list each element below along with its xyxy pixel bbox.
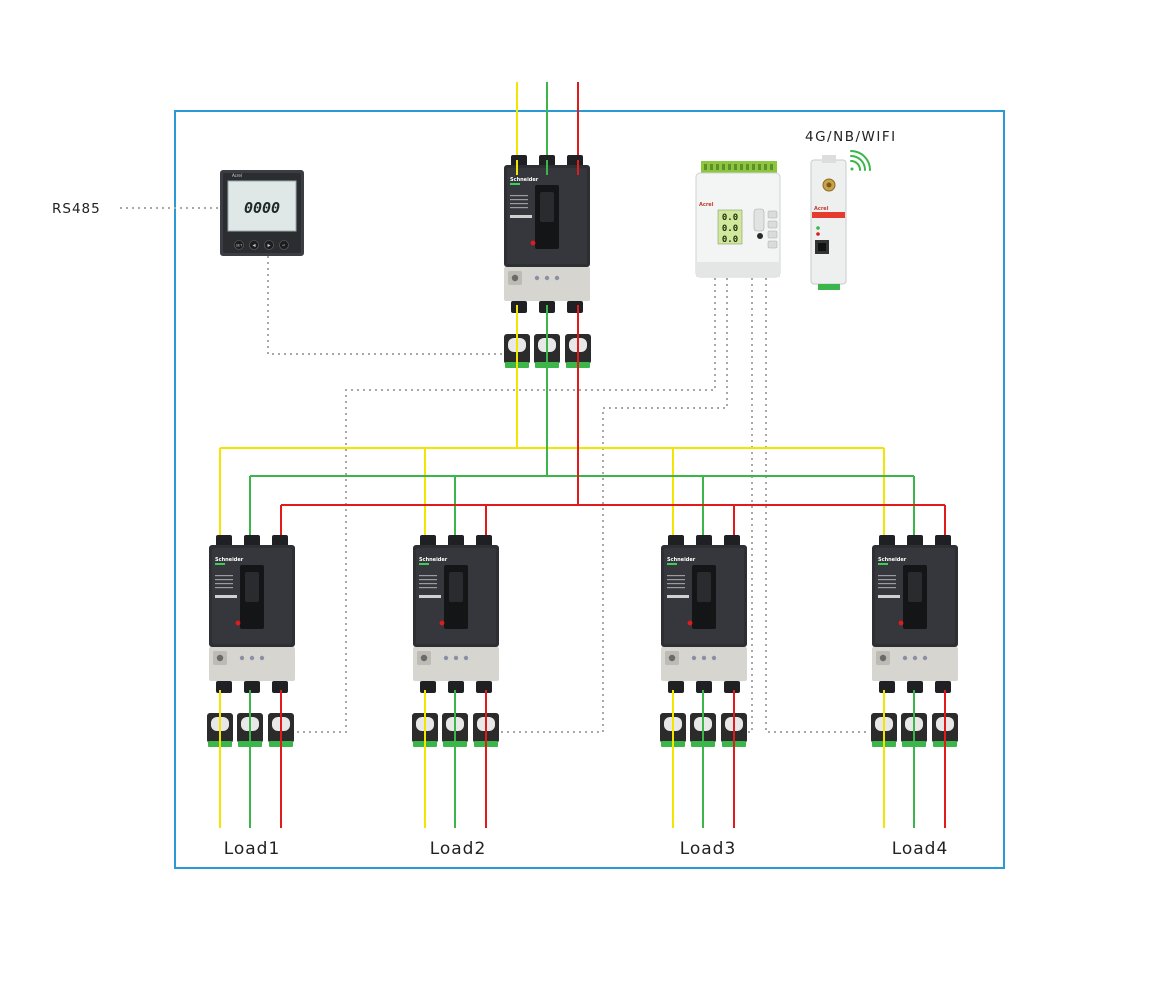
din-meter-brand: Acrel (699, 202, 714, 208)
system-frame (174, 110, 1005, 869)
panel-meter-brand: Acrel (232, 173, 242, 178)
comm-lines (120, 207, 868, 733)
din-meter-to-load2-ct-line (498, 278, 728, 733)
svg-text:SET: SET (236, 244, 243, 248)
din-meter-to-load4-ct-line (765, 278, 868, 733)
svg-text:Schneider: Schneider (419, 557, 448, 563)
ct-pass-wires (219, 330, 946, 755)
ct-layer (207, 330, 958, 755)
svg-text:◀: ◀ (252, 243, 256, 248)
svg-text:Schneider: Schneider (510, 177, 539, 183)
din-meter-to-load3-ct-line (748, 278, 753, 733)
load2-label: Load2 (430, 839, 487, 859)
bus-phase-a (219, 300, 885, 550)
branch-breaker-2: Schneider (413, 535, 499, 693)
load3-label: Load3 (680, 839, 737, 859)
svg-text:Schneider: Schneider (667, 557, 696, 563)
din-meter-to-load1-ct-line (296, 278, 716, 733)
svg-text:0.0: 0.0 (722, 213, 738, 223)
svg-text:↵: ↵ (282, 243, 285, 248)
branch-breaker-4: Schneider (872, 535, 958, 693)
meter-to-main-ct-line (267, 256, 505, 355)
gateway-brand: Acrel (814, 206, 829, 212)
load-wires (219, 690, 946, 828)
panel-meter-display: 0000 (244, 199, 280, 217)
branch-breaker-1: Schneider (209, 535, 295, 693)
rs485-label: RS485 (52, 201, 101, 217)
panel-meter-buttons: SET ◀ ▶ ↵ (234, 240, 289, 250)
main-breaker: Schneider (504, 155, 590, 313)
bus-phase-c (280, 300, 946, 550)
panel-meter: Acrel 0000 SET ◀ ▶ ↵ (220, 170, 304, 256)
svg-text:Schneider: Schneider (878, 557, 907, 563)
busbars (219, 300, 946, 550)
branch-breaker-3: Schneider (661, 535, 747, 693)
svg-text:0.0: 0.0 (722, 224, 738, 234)
wireless-label: 4G/NB/WIFI (805, 129, 897, 145)
wifi-icon (850, 150, 871, 171)
svg-text:0.0: 0.0 (722, 235, 738, 245)
load1-label: Load1 (224, 839, 281, 859)
panel-meter-screen (227, 180, 297, 232)
din-meter-screen (717, 209, 743, 245)
incoming-feed (516, 82, 579, 168)
din-rail-meter: Acrel 0.0 0.0 0.0 (695, 161, 781, 278)
load4-label: Load4 (892, 839, 949, 859)
gateway-device: Acrel (810, 155, 847, 290)
bus-phase-b (249, 300, 915, 550)
svg-text:▶: ▶ (267, 243, 271, 248)
svg-text:Schneider: Schneider (215, 557, 244, 563)
